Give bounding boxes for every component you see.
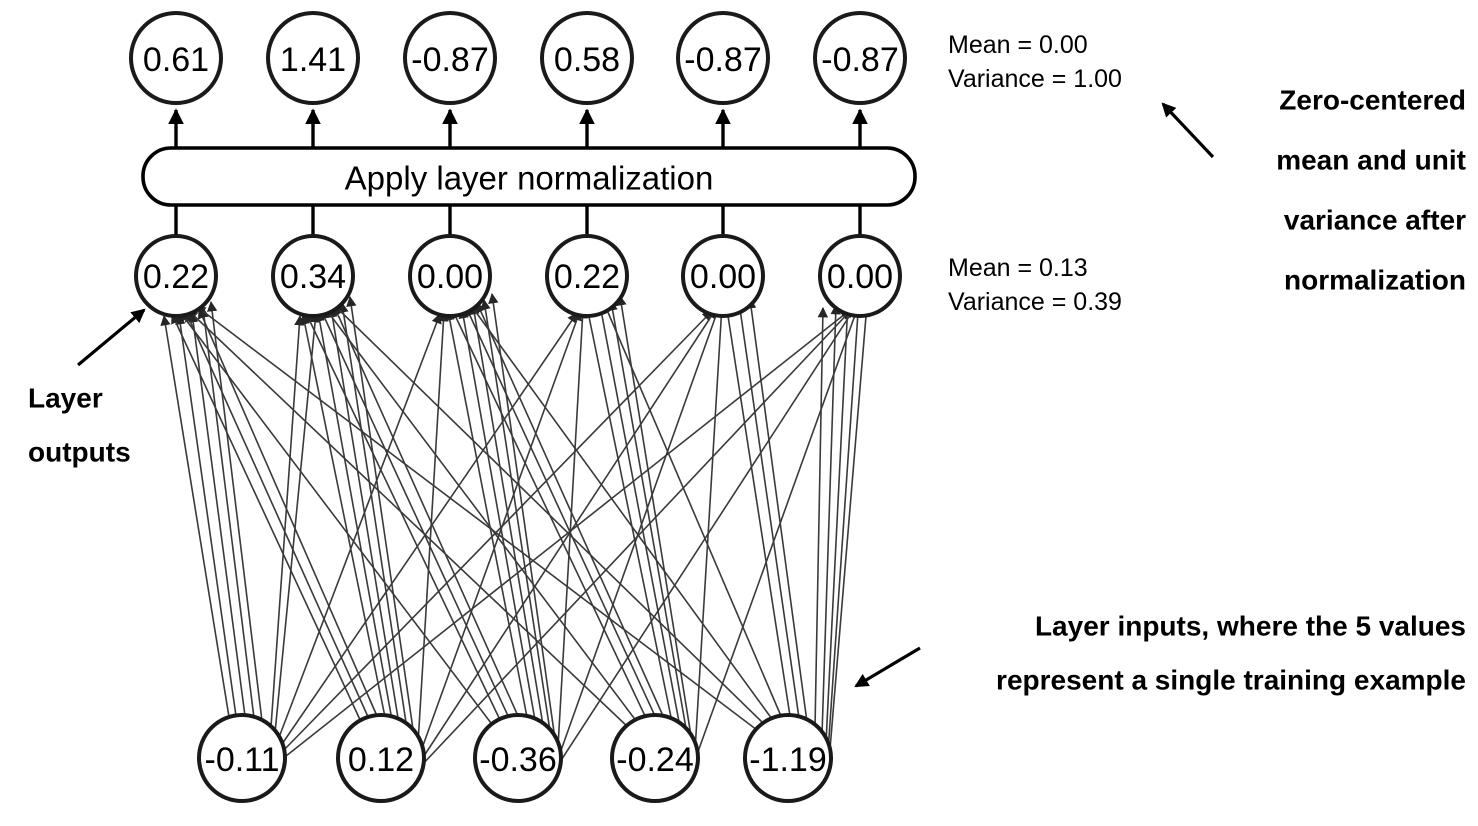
annotation-zero-centered-line-1: mean and unit xyxy=(1276,145,1466,176)
output-mean-label: Mean = 0.13 xyxy=(948,254,1088,282)
node-input-4[interactable]: -1.19 xyxy=(743,713,833,803)
node-normalized-5[interactable]: -0.87 xyxy=(813,11,907,105)
node-value: 0.12 xyxy=(348,741,414,779)
node-normalized-0[interactable]: 0.61 xyxy=(129,11,223,105)
node-value: -0.87 xyxy=(684,41,762,79)
node-input-1[interactable]: 0.12 xyxy=(336,713,426,803)
node-output-3[interactable]: 0.22 xyxy=(545,234,629,318)
normalized-stats: Mean = 0.00 Variance = 1.00 xyxy=(948,31,1122,93)
annotation-layer-inputs-line-1: represent a single training example xyxy=(996,665,1466,696)
node-value: 0.58 xyxy=(554,41,620,79)
edge-group-inputs-to-outputs xyxy=(160,290,873,767)
node-normalized-4[interactable]: -0.87 xyxy=(676,11,770,105)
annotation-zero-centered-line-0: Zero-centered xyxy=(1279,85,1466,116)
connector-group-outputs-to-box xyxy=(174,205,862,238)
node-output-1[interactable]: 0.34 xyxy=(271,234,355,318)
node-input-3[interactable]: -0.24 xyxy=(610,713,700,803)
annotation-layer-outputs-line-0: Layer xyxy=(28,383,103,414)
node-value: -0.11 xyxy=(205,741,280,779)
node-value: 0.00 xyxy=(827,258,893,296)
node-value: 0.22 xyxy=(143,258,209,296)
node-value: 0.00 xyxy=(417,258,483,296)
annotation-layer-outputs-line-1: outputs xyxy=(28,437,131,468)
node-value: 1.41 xyxy=(280,41,346,79)
normalized-mean-label: Mean = 0.00 xyxy=(948,31,1088,59)
output-variance-label: Variance = 0.39 xyxy=(948,288,1122,316)
annotation-layer-outputs: Layer outputs xyxy=(28,308,146,468)
node-value: 0.22 xyxy=(554,258,620,296)
node-normalized-3[interactable]: 0.58 xyxy=(540,11,634,105)
layer-output-stats: Mean = 0.13 Variance = 0.39 xyxy=(948,254,1122,316)
node-output-2[interactable]: 0.00 xyxy=(408,234,492,318)
annotation-layer-inputs-line-0: Layer inputs, where the 5 values xyxy=(1035,611,1466,642)
node-normalized-1[interactable]: 1.41 xyxy=(266,11,360,105)
node-input-2[interactable]: -0.36 xyxy=(473,713,563,803)
layer-output-nodes: 0.22 0.34 0.00 0.22 0.00 0.00 xyxy=(134,234,902,318)
node-value: 0.61 xyxy=(143,41,209,79)
normalized-variance-label: Variance = 1.00 xyxy=(948,65,1122,93)
normalized-output-nodes: 0.61 1.41 -0.87 0.58 -0.87 -0.87 xyxy=(129,11,907,105)
layer-input-nodes: -0.11 0.12 -0.36 -0.24 -1.19 xyxy=(197,713,833,803)
node-normalized-2[interactable]: -0.87 xyxy=(403,11,497,105)
node-value: -0.24 xyxy=(616,741,694,779)
arrow-group-box-to-normalized xyxy=(168,108,868,148)
annotation-zero-centered-line-2: variance after xyxy=(1284,205,1466,236)
node-input-0[interactable]: -0.11 xyxy=(197,713,287,803)
annotation-layer-inputs: Layer inputs, where the 5 values represe… xyxy=(854,611,1466,696)
node-value: -0.87 xyxy=(821,41,899,79)
annotation-zero-centered: Zero-centered mean and unit variance aft… xyxy=(1161,85,1466,296)
annotation-zero-centered-line-3: normalization xyxy=(1284,265,1466,296)
node-output-4[interactable]: 0.00 xyxy=(681,234,765,318)
node-value: 0.34 xyxy=(280,258,346,296)
apply-layer-normalization-box[interactable]: Apply layer normalization xyxy=(141,146,917,207)
apply-layer-normalization-label: Apply layer normalization xyxy=(345,160,714,197)
node-value: -0.87 xyxy=(411,41,489,79)
node-output-5[interactable]: 0.00 xyxy=(818,234,902,318)
node-value: -1.19 xyxy=(749,741,827,779)
node-value: -0.36 xyxy=(479,741,557,779)
node-output-0[interactable]: 0.22 xyxy=(134,234,218,318)
node-value: 0.00 xyxy=(690,258,756,296)
